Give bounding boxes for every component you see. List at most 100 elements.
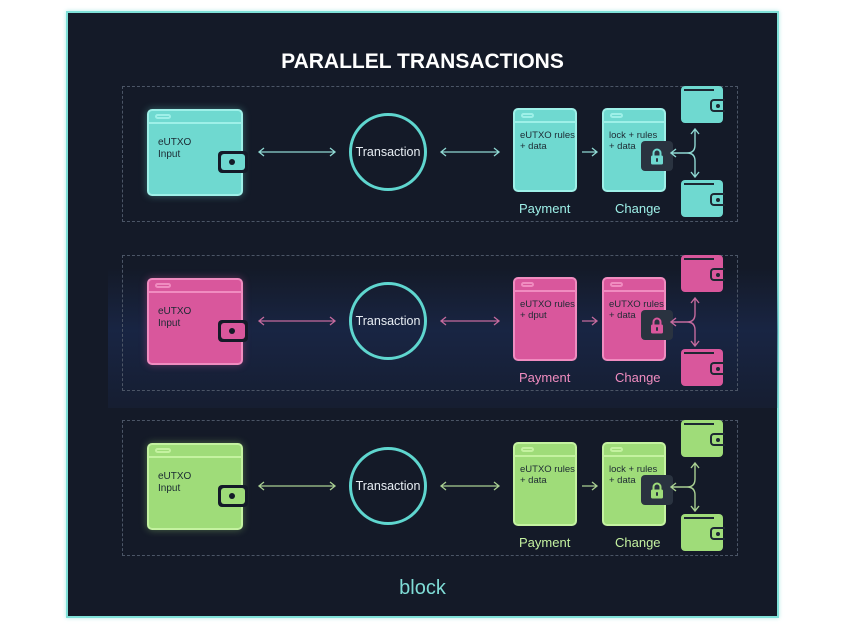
diagram-title: PARALLEL TRANSACTIONS [281, 50, 564, 73]
doc-slot [521, 113, 534, 118]
payment-output: eUTXO rules + data [513, 442, 577, 526]
lock-icon [641, 310, 673, 340]
change-output-text: lock + rules + data [609, 464, 657, 486]
payment-text-line1: eUTXO rules [520, 299, 575, 310]
input-label-line1: eUTXO [158, 137, 192, 148]
input-tx-arrow [257, 316, 337, 326]
transaction-node: Transaction [349, 282, 427, 360]
payment-output-text: eUTXO rules + dput [520, 299, 575, 321]
wallet-clasp-icon [218, 320, 248, 342]
change-text-line1: lock + rules [609, 130, 658, 141]
doc-slot [610, 447, 623, 452]
input-tx-arrow [257, 147, 337, 157]
bidirectional-arrow-icon [257, 481, 337, 491]
input-wallet: eUTXO Input [147, 278, 248, 365]
bidirectional-arrow-icon [257, 147, 337, 157]
wallet-divider [149, 456, 241, 458]
doc-slot [521, 447, 534, 452]
payment-text-line1: eUTXO rules [520, 130, 575, 141]
transaction-node: Transaction [349, 447, 427, 525]
split-arrows [669, 294, 709, 355]
payment-output-text: eUTXO rules + data [520, 464, 575, 486]
diagram-frame: PARALLEL TRANSACTIONS eUTXO Input Transa… [66, 11, 779, 618]
doc-divider [604, 455, 664, 457]
doc-slot [521, 282, 534, 287]
output-wallet-icon [681, 514, 725, 551]
change-label: Change [615, 535, 661, 550]
output-wallet-icon [681, 86, 725, 123]
transaction-row-2: eUTXO Input Transaction eUTXO rules + dp… [122, 255, 738, 391]
payment-text-line2: + data [520, 475, 547, 486]
output-wallet-icon [681, 255, 725, 292]
input-wallet: eUTXO Input [147, 443, 248, 530]
change-label: Change [615, 201, 661, 216]
payment-change-arrow [581, 481, 599, 491]
wallet-slot [155, 114, 171, 119]
wallet-divider [149, 122, 241, 124]
transaction-label: Transaction [355, 479, 421, 493]
payment-change-arrow [581, 316, 599, 326]
change-output-text: eUTXO rules + data [609, 299, 664, 321]
input-wallet: eUTXO Input [147, 109, 248, 196]
transaction-node: Transaction [349, 113, 427, 191]
doc-divider [604, 290, 664, 292]
arrow-right-icon [582, 316, 599, 326]
change-label: Change [615, 370, 661, 385]
wallet-slot [155, 283, 171, 288]
transaction-label: Transaction [355, 314, 421, 328]
input-label-line2: Input [158, 483, 181, 494]
doc-divider [515, 121, 575, 123]
transaction-row-1: eUTXO Input Transaction eUTXO rules + da… [122, 86, 738, 222]
transaction-label: Transaction [355, 145, 421, 159]
input-label-line1: eUTXO [158, 306, 192, 317]
change-output-text: lock + rules + data [609, 130, 657, 152]
input-label-line1: eUTXO [158, 471, 192, 482]
split-arrows [669, 459, 709, 520]
output-wallet-icon [681, 349, 725, 386]
output-wallet-icon [681, 180, 725, 217]
payment-label: Payment [519, 201, 571, 216]
change-text-line2: + data [609, 310, 636, 321]
change-text-line1: lock + rules [609, 464, 658, 475]
tx-payment-arrow [439, 481, 501, 491]
bidirectional-arrow-icon [439, 147, 501, 157]
change-text-line1: eUTXO rules [609, 299, 664, 310]
input-label-line2: Input [158, 149, 181, 160]
change-text-line2: + data [609, 141, 636, 152]
lock-icon [641, 141, 673, 171]
fork-arrow-icon [669, 127, 700, 179]
payment-label: Payment [519, 370, 571, 385]
lock-icon [641, 475, 673, 505]
tx-payment-arrow [439, 147, 501, 157]
wallet-divider [149, 291, 241, 293]
change-text-line2: + data [609, 475, 636, 486]
fork-arrow-icon [669, 461, 700, 513]
input-label-line2: Input [158, 318, 181, 329]
wallet-clasp-icon [218, 485, 248, 507]
doc-slot [610, 113, 623, 118]
input-tx-arrow [257, 481, 337, 491]
payment-change-arrow [581, 147, 599, 157]
wallet-clasp-icon [218, 151, 248, 173]
fork-arrow-icon [669, 296, 700, 348]
block-label: block [399, 577, 446, 599]
doc-slot [610, 282, 623, 287]
bidirectional-arrow-icon [257, 316, 337, 326]
split-arrows [669, 125, 709, 186]
payment-label: Payment [519, 535, 571, 550]
payment-output: eUTXO rules + dput [513, 277, 577, 361]
payment-text-line1: eUTXO rules [520, 464, 575, 475]
arrow-right-icon [582, 481, 599, 491]
payment-text-line2: + dput [520, 310, 547, 321]
input-wallet-label: eUTXO Input [158, 471, 191, 495]
input-wallet-label: eUTXO Input [158, 306, 191, 330]
bidirectional-arrow-icon [439, 481, 501, 491]
doc-divider [604, 121, 664, 123]
output-wallet-icon [681, 420, 725, 457]
wallet-slot [155, 448, 171, 453]
doc-divider [515, 290, 575, 292]
transaction-row-3: eUTXO Input Transaction eUTXO rules + da… [122, 420, 738, 556]
input-wallet-label: eUTXO Input [158, 137, 191, 161]
payment-output-text: eUTXO rules + data [520, 130, 575, 152]
bidirectional-arrow-icon [439, 316, 501, 326]
